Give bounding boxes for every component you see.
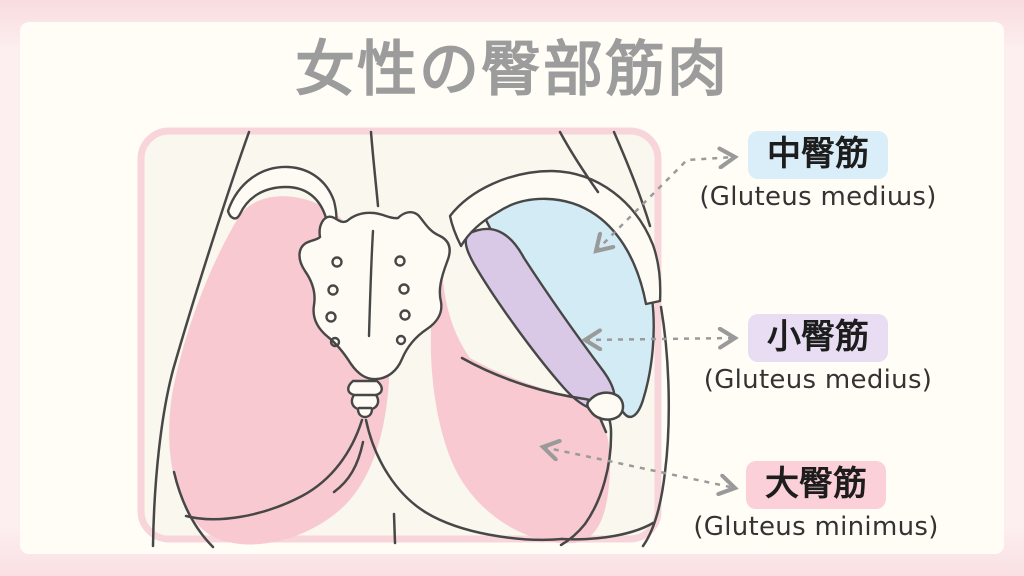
- label-gluteus-maximus: 大臀筋 (Gluteus minimus): [688, 461, 944, 542]
- sacrum-bone: [298, 210, 451, 419]
- label-badge-gluteus-minimus: 小臀筋: [748, 314, 888, 362]
- pointer-arrows: [543, 157, 735, 488]
- label-gluteus-minimus: 小臀筋 (Gluteus medius): [690, 314, 946, 395]
- label-caption-gluteus-medius: (Gluteus mediɯs): [699, 181, 937, 212]
- label-caption-gluteus-maximus: (Gluteus minimus): [693, 511, 939, 542]
- label-badge-gluteus-medius: 中臀筋: [748, 131, 888, 179]
- label-gluteus-medius: 中臀筋 (Gluteus mediɯs): [690, 131, 946, 212]
- arrow-gluteus-minimus: [585, 338, 735, 340]
- page-title: 女性の臀部筋肉: [295, 35, 729, 105]
- label-caption-gluteus-minimus: (Gluteus medius): [703, 364, 933, 395]
- label-badge-gluteus-maximus: 大臀筋: [746, 461, 886, 509]
